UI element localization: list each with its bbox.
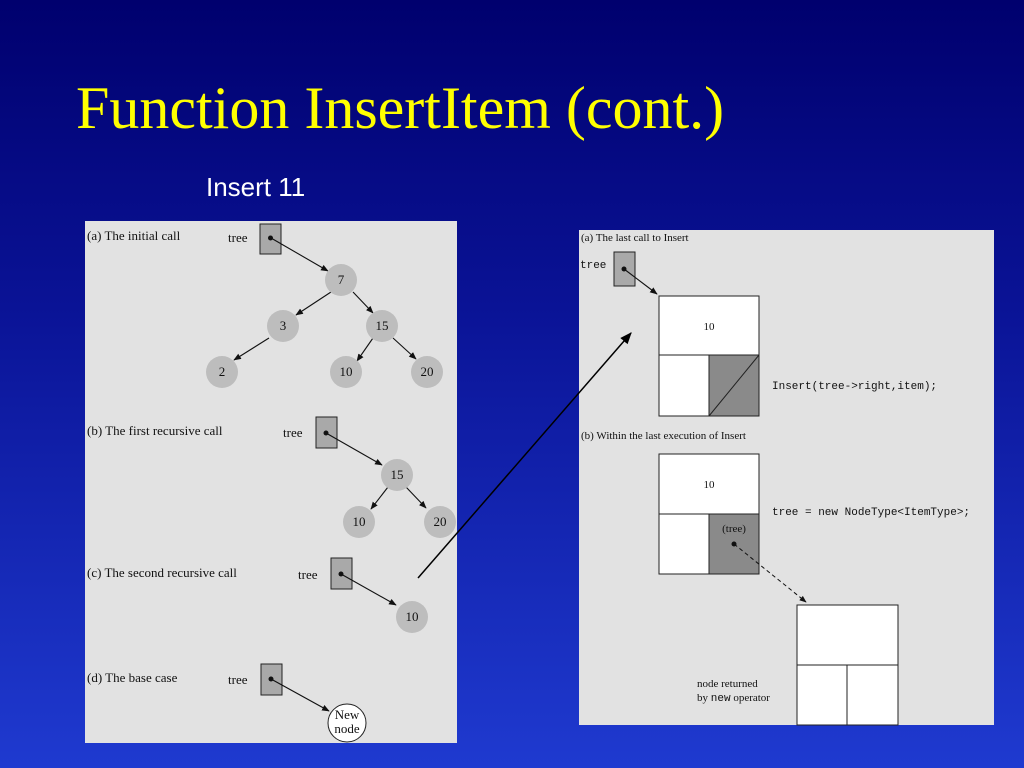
tree-edge <box>405 486 427 509</box>
recursive-calls-panel: (a) The initial call tree 7 3 15 2 10 20… <box>85 221 457 743</box>
caption-prefix: by <box>697 692 711 704</box>
tree-node-value: 10 <box>406 609 419 624</box>
pointer-arrow <box>623 268 658 295</box>
pointer-arrow <box>340 573 397 606</box>
new-node-code: tree = new NodeType<ItemType>; <box>772 507 970 519</box>
insert-call-code: Insert(tree->right,item); <box>772 381 937 393</box>
tree-pointer-label: tree <box>228 672 248 687</box>
tree-pointer-label: tree <box>580 260 606 272</box>
returned-node-caption-line2: by new operator <box>697 692 770 705</box>
tree-node-value: 15 <box>376 318 389 333</box>
new-node-dashed-arrow <box>733 543 807 603</box>
section-c-label: (c) The second recursive call <box>87 565 237 580</box>
pointer-arrow <box>270 678 330 712</box>
tree-node <box>267 310 299 342</box>
new-node-label-line1: New <box>335 707 360 722</box>
tree-node <box>325 264 357 296</box>
caption-suffix: operator <box>731 692 771 704</box>
tree-edge <box>295 291 332 316</box>
node-value: 10 <box>704 321 716 333</box>
pointer-arrow <box>270 237 329 272</box>
tree-node <box>206 356 238 388</box>
null-slash <box>708 354 760 417</box>
tree-node <box>381 459 413 491</box>
last-call-diagram: (a) The last call to Insert tree 10 Inse… <box>580 232 970 726</box>
tree-edge <box>392 337 417 360</box>
tree-node <box>396 601 428 633</box>
tree-node-value: 20 <box>421 364 434 379</box>
section-b-label: (b) Within the last execution of Insert <box>581 430 746 442</box>
section-a-label: (a) The initial call <box>87 228 181 243</box>
slide-title: Function InsertItem (cont.) <box>76 75 725 141</box>
tree-pointer-label: tree <box>283 425 303 440</box>
tree-edge <box>370 486 389 510</box>
section-b-label: (b) The first recursive call <box>87 423 223 438</box>
new-node-circle <box>327 703 367 743</box>
tree-node-value: 10 <box>340 364 353 379</box>
tree-node-value: 3 <box>280 318 287 333</box>
tree-node <box>330 356 362 388</box>
tree-pointer-label: tree <box>298 567 318 582</box>
caption-new-keyword: new <box>711 693 731 705</box>
tree-node-value: 2 <box>219 364 226 379</box>
tree-edge <box>233 337 270 361</box>
tree-node-value: 20 <box>434 514 447 529</box>
pointer-cell-label: (tree) <box>722 523 746 535</box>
section-a-label: (a) The last call to Insert <box>581 232 689 244</box>
slide-subtitle: Insert 11 <box>206 172 306 202</box>
tree-node <box>343 506 375 538</box>
tree-edge <box>356 337 374 362</box>
tree-node-value: 15 <box>391 467 404 482</box>
pointer-dot <box>268 235 273 241</box>
tree-edge <box>352 291 374 314</box>
tree-node-value: 7 <box>338 272 345 287</box>
tree-node-value: 10 <box>353 514 366 529</box>
returned-node-caption-line1: node returned <box>697 678 758 690</box>
last-call-panel: (a) The last call to Insert tree 10 Inse… <box>579 230 994 726</box>
recursive-calls-diagram: (a) The initial call tree 7 3 15 2 10 20… <box>87 223 456 743</box>
node-value: 10 <box>704 479 716 491</box>
new-node-label-line2: node <box>334 721 360 736</box>
pointer-arrow <box>325 432 383 466</box>
tree-pointer-label: tree <box>228 230 248 245</box>
tree-node <box>366 310 398 342</box>
section-d-label: (d) The base case <box>87 670 178 685</box>
